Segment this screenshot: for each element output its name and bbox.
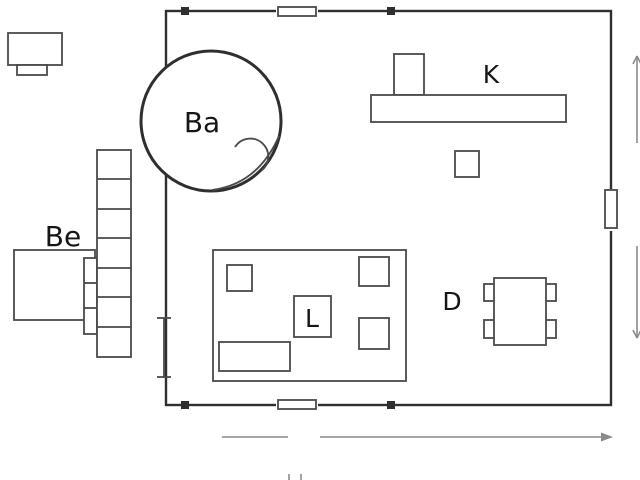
cabinet-base (16, 64, 48, 76)
armchair (358, 256, 390, 287)
bed (13, 249, 96, 321)
dining-set (483, 277, 557, 346)
window-top (277, 6, 317, 17)
bathtub-swirl (234, 137, 270, 172)
bathtub-curve (211, 135, 280, 191)
room-label-kitchen: K (483, 60, 500, 89)
wardrobe (96, 149, 132, 358)
bathtub-circle (139, 49, 283, 193)
bedroom-furniture (13, 149, 132, 358)
dimension-lines (222, 55, 640, 480)
dining-table (493, 277, 547, 346)
bathtub (139, 49, 283, 193)
room-label-living: L (305, 304, 319, 333)
door-marker (157, 317, 171, 378)
arrow-down-icon (632, 329, 640, 339)
kitchen-units (370, 53, 567, 178)
living-room-furniture (212, 249, 407, 382)
door-right (604, 189, 618, 229)
bedside-shelf (83, 257, 98, 335)
sofa (218, 341, 291, 372)
wall-tick (387, 401, 395, 409)
window-bottom (277, 399, 317, 410)
room-label-bathroom: Ba (184, 106, 220, 139)
wall-tick (387, 7, 395, 15)
arrow-right-icon (601, 432, 613, 442)
armchair (358, 317, 390, 350)
room-label-bedroom: Be (45, 220, 81, 253)
coffee-table (293, 295, 332, 338)
kitchen-appliance (393, 53, 425, 96)
room-label-dining: D (442, 287, 461, 316)
side-table (226, 264, 253, 292)
kitchen-stool (454, 150, 480, 178)
kitchen-counter (370, 94, 567, 123)
cabinet (7, 32, 63, 76)
wall-tick (181, 7, 189, 15)
cabinet-body (7, 32, 63, 66)
arrow-up-icon (632, 55, 640, 65)
wall-tick (181, 401, 189, 409)
